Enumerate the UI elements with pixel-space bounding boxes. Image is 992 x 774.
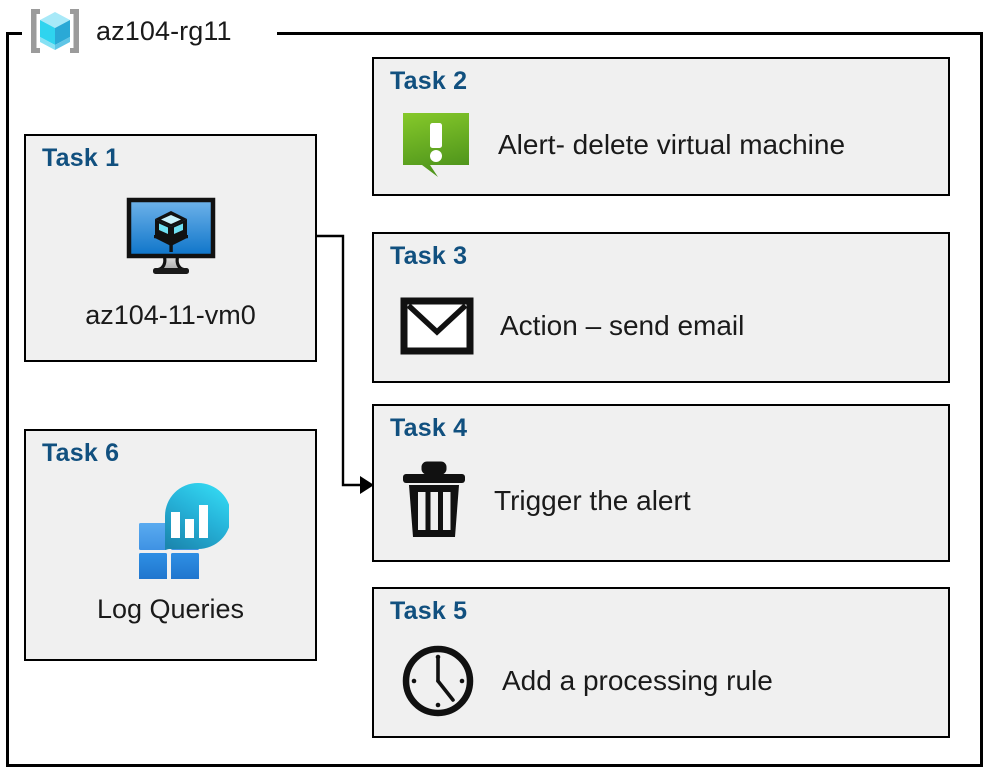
task3-box[interactable]: Task 3 Action – send email [372,232,950,383]
resource-group-container [6,32,983,767]
trash-can-icon [400,461,468,541]
resource-group-header: az104-rg11 [26,3,232,59]
task2-box[interactable]: Task 2 Alert- delete virtual machine [372,57,950,196]
task4-label: Task 4 [390,414,468,442]
task1-caption: az104-11-vm0 [85,300,256,330]
clock-icon [400,643,476,719]
log-analytics-icon [125,483,231,580]
task5-caption: Add a processing rule [502,664,773,696]
task4-row: Trigger the alert [400,448,938,554]
virtual-machine-icon [125,194,217,282]
task1-label: Task 1 [42,144,120,172]
task5-row: Add a processing rule [400,631,938,730]
task2-label: Task 2 [390,67,468,95]
task3-row: Action – send email [400,276,938,375]
resource-group-name: az104-rg11 [96,15,232,46]
task6-caption: Log Queries [96,594,245,624]
task5-box[interactable]: Task 5 Add a processing rule [372,587,950,738]
task2-row: Alert- delete virtual machine [400,101,938,188]
task2-caption: Alert- delete virtual machine [498,128,846,160]
task6-box[interactable]: Task 6 [24,429,317,661]
task6-label: Task 6 [42,439,120,467]
task3-label: Task 3 [390,242,468,270]
task3-caption: Action – send email [500,309,745,341]
task5-label: Task 5 [390,597,468,625]
envelope-icon [400,297,474,355]
task4-caption: Trigger the alert [494,485,691,516]
alert-exclamation-icon [400,109,472,181]
task4-box[interactable]: Task 4 Trigger the alert [372,404,950,562]
resource-group-cube-icon [26,5,84,57]
task1-box[interactable]: Task 1 [24,134,317,362]
